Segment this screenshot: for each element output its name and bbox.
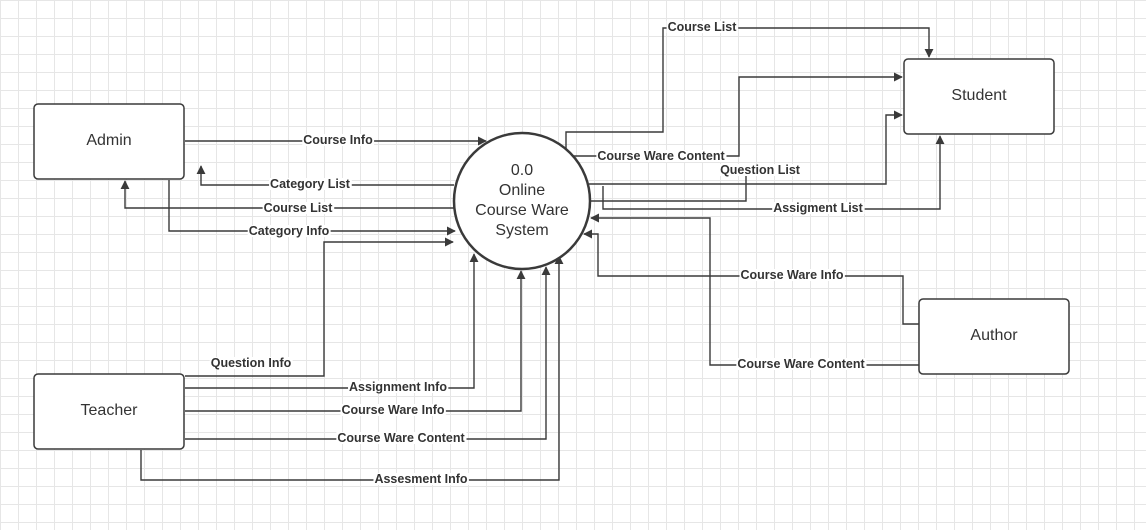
flow-admin-course-list-line (120, 180, 454, 209)
entity-author-label: Author (970, 327, 1018, 344)
flow-label-student-course-ware-content: Course Ware Content (597, 149, 725, 163)
flow-teacher-course-ware-content-line (185, 266, 551, 440)
entity-teacher-label: Teacher (81, 402, 139, 419)
flow-label-halo (247, 225, 331, 237)
entity-student[interactable]: Student (903, 58, 1055, 135)
flow-labels: Course Info Category List Course List Ca… (209, 20, 867, 486)
flow-label-halo (772, 202, 865, 214)
flow-label-halo (719, 164, 802, 176)
flow-label-halo (666, 21, 739, 33)
flow-label-halo (736, 358, 867, 370)
flow-label-halo (209, 357, 293, 369)
flow-student-course-list-line (565, 27, 934, 152)
entity-author[interactable]: Author (918, 298, 1070, 375)
process-name-line-3: System (495, 222, 548, 239)
flow-label-halo (340, 404, 446, 416)
process-number: 0.0 (511, 162, 533, 179)
flow-teacher-question-info-line (185, 237, 454, 377)
process-name-line-2: Course Ware (475, 202, 569, 219)
flow-label-admin-category-info: Category Info (249, 224, 330, 238)
flow-label-author-course-ware-content: Course Ware Content (737, 357, 865, 371)
flow-label-admin-course-list: Course List (264, 201, 334, 215)
flow-label-halo (373, 473, 469, 485)
entity-admin[interactable]: Admin (33, 103, 185, 180)
flow-label-halo (269, 178, 352, 190)
flow-admin-category-list-line (196, 165, 454, 186)
flow-student-question-list-return-line (591, 172, 747, 202)
flow-label-teacher-course-ware-content: Course Ware Content (337, 431, 465, 445)
flow-label-teacher-assignment-info: Assignment Info (349, 380, 447, 394)
flow-label-student-assigment-list: Assigment List (773, 201, 863, 215)
flow-label-author-course-ware-info: Course Ware Info (740, 268, 843, 282)
flow-label-halo (262, 202, 335, 214)
entity-student-label: Student (951, 87, 1007, 104)
flow-label-student-course-list: Course List (668, 20, 738, 34)
flow-label-teacher-assesment-info: Assesment Info (374, 472, 467, 486)
process-online-course-ware-system[interactable]: 0.0 Online Course Ware System (452, 131, 592, 271)
flow-teacher-course-ware-info-line (185, 270, 526, 412)
entity-teacher[interactable]: Teacher (33, 373, 185, 450)
entity-admin-label: Admin (86, 132, 131, 149)
flow-label-halo (739, 269, 845, 281)
flow-label-halo (302, 134, 375, 146)
flow-label-teacher-question-info: Question Info (211, 356, 292, 370)
flow-label-student-question-list: Question List (720, 163, 801, 177)
flow-teacher-assesment-info-line (140, 255, 564, 481)
flow-student-course-ware-content-line (571, 72, 903, 157)
flow-label-admin-course-info: Course Info (303, 133, 373, 147)
flow-label-admin-category-list: Category List (270, 177, 351, 191)
flow-author-course-ware-content-line (590, 213, 919, 366)
flow-student-question-list-line (589, 110, 903, 185)
flow-label-halo (336, 432, 467, 444)
flow-teacher-assignment-info-line (185, 253, 479, 389)
process-name-line-1: Online (499, 182, 545, 199)
flow-label-halo (348, 381, 449, 393)
flow-label-halo (596, 150, 727, 162)
flow-student-assigment-list-line (602, 135, 945, 210)
flow-label-teacher-course-ware-info: Course Ware Info (341, 403, 444, 417)
flow-admin-category-info-line (168, 180, 456, 236)
